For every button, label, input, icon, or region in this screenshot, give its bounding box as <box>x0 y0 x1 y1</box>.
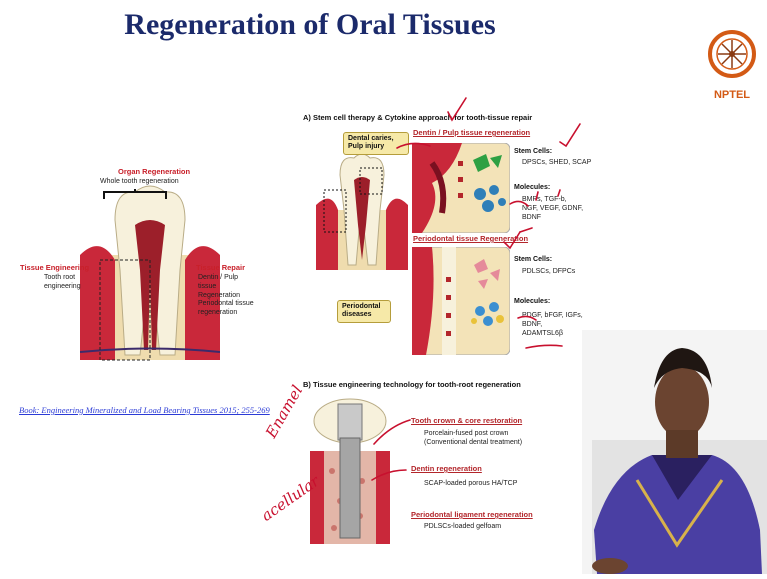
dental-caries-box: Dental caries, Pulp injury <box>343 132 409 155</box>
presenter-silhouette <box>582 330 767 574</box>
tooth-root-engineering-label: Tooth root engineering <box>44 274 84 292</box>
presenter-video <box>582 330 767 574</box>
periodontal-diseases-box: Periodontal diseases <box>337 300 391 323</box>
section-a-heading: A) Stem cell therapy & Cytokine approach… <box>303 113 532 122</box>
nptel-emblem-icon <box>704 24 760 84</box>
molecules-1: BMPs, TGF-b, NGF, VEGF, GDNF, BDNF <box>522 196 584 222</box>
book-reference-link[interactable]: Book: Engineering Mineralized and Load B… <box>19 405 270 415</box>
section-b-implant-illustration <box>300 396 400 544</box>
nptel-label: NPTEL <box>704 89 760 101</box>
dentin-title: Dentin regeneration <box>411 464 482 473</box>
stem-cells-label-1: Stem Cells: <box>514 148 552 155</box>
section-a-tooth-illustration <box>316 150 408 270</box>
tissue-engineering-label: Tissue Engineering <box>20 263 89 272</box>
stem-cells-1: DPSCs, SHED, SCAP <box>522 159 591 168</box>
molecules-label-2: Molecules: <box>514 298 550 305</box>
left-diagram: Organ Regeneration Whole tooth regenerat… <box>0 160 300 370</box>
molecules-label-1: Molecules: <box>514 184 550 191</box>
slide-title: Regeneration of Oral Tissues <box>0 8 620 42</box>
dentin-pulp-regeneration-label: Dentin / Pulp tissue Regeneration <box>198 274 258 300</box>
section-b-heading: B) Tissue engineering technology for too… <box>303 380 521 389</box>
crown-title: Tooth crown & core restoration <box>411 416 522 425</box>
dentin-desc: SCAP-loaded porous HA/TCP <box>424 480 517 489</box>
whole-tooth-label: Whole tooth regeneration <box>100 178 179 187</box>
stem-cells-2: PDLSCs, DFPCs <box>522 268 575 277</box>
pdl-title: Periodontal ligament regeneration <box>411 510 533 519</box>
periodontal-regeneration-label: Periodontal tissue regeneration <box>198 300 258 318</box>
organ-regeneration-label: Organ Regeneration <box>118 167 190 176</box>
cells-molecules-icons-2 <box>468 255 518 335</box>
cells-molecules-icons-1 <box>468 150 518 218</box>
stem-cells-label-2: Stem Cells: <box>514 256 552 263</box>
periodontal-title: Periodontal tissue Regeneration <box>413 234 528 243</box>
crown-desc: Porcelain-fused post crown (Conventional… <box>424 430 534 448</box>
molecules-2: PDGF, bFGF, IGFs, BDNF, ADAMTSL6β <box>522 312 584 338</box>
tissue-repair-label: Tissue Repair <box>196 263 245 272</box>
nptel-logo: NPTEL <box>704 24 760 104</box>
whole-tooth-illustration <box>80 180 220 365</box>
bracket-icon <box>102 189 168 201</box>
pdl-desc: PDLSCs-loaded gelfoam <box>424 523 501 532</box>
dentin-pulp-title: Dentin / Pulp tissue regeneration <box>413 128 530 137</box>
